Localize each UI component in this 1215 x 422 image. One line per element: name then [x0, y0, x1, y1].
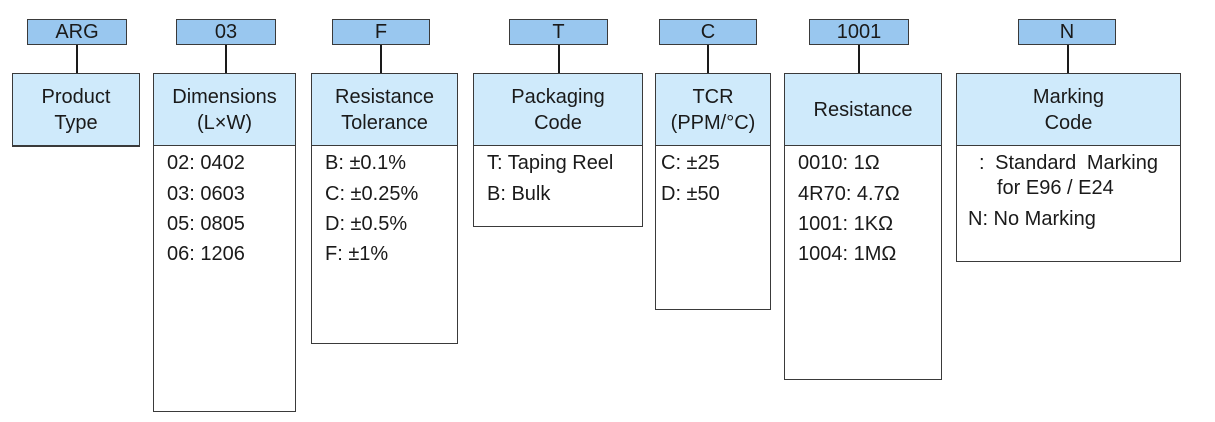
- field-header-tcr: TCR (PPM/°C): [656, 74, 770, 146]
- field-body-packaging-code: T: Taping Reel B: Bulk: [473, 146, 643, 227]
- header-line: TCR: [692, 85, 734, 108]
- field-body-resistance: 0010: 1Ω 4R70: 4.7Ω 1001: 1KΩ 1004: 1MΩ: [784, 146, 942, 380]
- header-line: Packaging: [511, 85, 605, 108]
- header-line: Code: [1044, 111, 1093, 134]
- option-item: : Standard Marking: [979, 152, 1158, 174]
- connector-packaging-code: [558, 45, 560, 73]
- code-box-resistance-tolerance: F: [332, 19, 430, 45]
- header-line: Marking: [1032, 85, 1105, 108]
- field-marking-code: Marking Code : Standard Marking for E96 …: [956, 73, 1181, 262]
- field-body-marking-code: : Standard Marking for E96 / E24 N: No M…: [956, 146, 1181, 262]
- option-item: 05: 0805: [167, 213, 245, 235]
- field-dimensions: Dimensions (L×W) 02: 0402 03: 0603 05: 0…: [153, 73, 296, 412]
- option-item: C: ±25: [661, 152, 720, 174]
- option-item: C: ±0.25%: [325, 183, 419, 205]
- connector-dimensions: [225, 45, 227, 73]
- code-box-tcr: C: [659, 19, 757, 45]
- header-line: Tolerance: [341, 111, 428, 134]
- header-line: (PPM/°C): [670, 111, 756, 134]
- option-item: N: No Marking: [968, 208, 1096, 230]
- code-box-product-type: ARG: [27, 19, 127, 45]
- connector-product-type: [76, 45, 78, 73]
- field-header-resistance-tolerance: Resistance Tolerance: [312, 74, 457, 146]
- option-item: 1004: 1MΩ: [798, 243, 897, 265]
- field-product-type: Product Type: [12, 73, 140, 147]
- header-line: Product: [41, 85, 111, 108]
- code-box-resistance: 1001: [809, 19, 909, 45]
- code-box-dimensions: 03: [176, 19, 276, 45]
- header-line: Resistance: [813, 98, 913, 121]
- header-line: Type: [54, 111, 98, 134]
- code-box-marking-code: N: [1018, 19, 1116, 45]
- field-header-marking-code: Marking Code: [957, 74, 1180, 146]
- field-resistance: Resistance 0010: 1Ω 4R70: 4.7Ω 1001: 1KΩ…: [784, 73, 942, 380]
- header-line: Code: [534, 111, 582, 134]
- field-body-dimensions: 02: 0402 03: 0603 05: 0805 06: 1206: [153, 146, 296, 412]
- connector-marking-code: [1067, 45, 1069, 73]
- option-item: F: ±1%: [325, 243, 389, 265]
- option-item: B: ±0.1%: [325, 152, 407, 174]
- field-header-packaging-code: Packaging Code: [474, 74, 642, 146]
- header-line: (L×W): [197, 111, 252, 134]
- connector-tcr: [707, 45, 709, 73]
- field-header-product-type: Product Type: [13, 74, 139, 146]
- option-item: D: ±0.5%: [325, 213, 408, 235]
- option-item: 02: 0402: [167, 152, 245, 174]
- field-tcr: TCR (PPM/°C) C: ±25 D: ±50: [655, 73, 771, 310]
- option-item: 03: 0603: [167, 183, 245, 205]
- option-item: D: ±50: [661, 183, 720, 205]
- option-item: 0010: 1Ω: [798, 152, 880, 174]
- header-line: Resistance: [335, 85, 434, 108]
- option-item: 1001: 1KΩ: [798, 213, 894, 235]
- option-item: 4R70: 4.7Ω: [798, 183, 900, 205]
- option-item: for E96 / E24: [997, 177, 1114, 199]
- field-header-resistance: Resistance: [785, 74, 941, 146]
- option-item: 06: 1206: [167, 243, 245, 265]
- field-resistance-tolerance: Resistance Tolerance B: ±0.1% C: ±0.25% …: [311, 73, 458, 344]
- code-box-packaging-code: T: [509, 19, 608, 45]
- header-line: Dimensions: [172, 85, 277, 108]
- option-item: B: Bulk: [487, 183, 551, 205]
- field-body-tcr: C: ±25 D: ±50: [655, 146, 771, 310]
- connector-resistance: [858, 45, 860, 73]
- connector-resistance-tolerance: [380, 45, 382, 73]
- field-packaging-code: Packaging Code T: Taping Reel B: Bulk: [473, 73, 643, 227]
- field-header-dimensions: Dimensions (L×W): [154, 74, 295, 146]
- field-body-resistance-tolerance: B: ±0.1% C: ±0.25% D: ±0.5% F: ±1%: [311, 146, 458, 344]
- option-item: T: Taping Reel: [487, 152, 614, 174]
